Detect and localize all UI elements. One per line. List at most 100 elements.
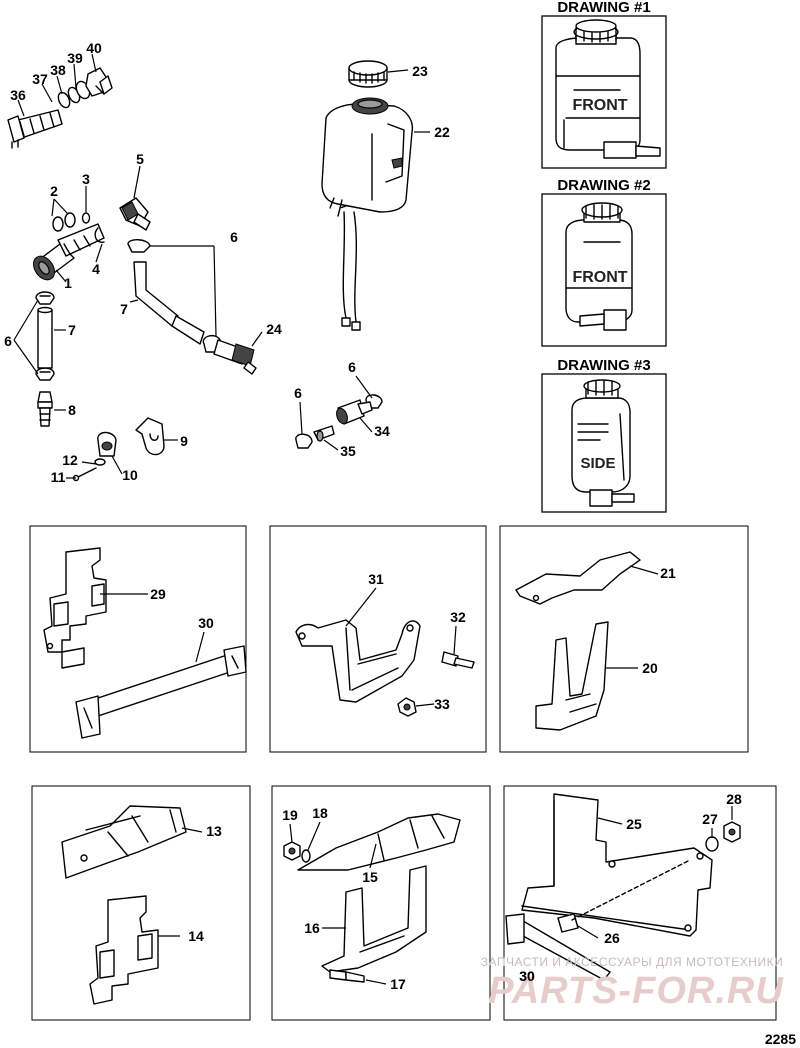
label-36: 36 bbox=[10, 87, 26, 103]
label-28: 28 bbox=[726, 791, 742, 807]
bracket-box-29-30 bbox=[29, 525, 247, 753]
part-34-fitting bbox=[336, 399, 373, 425]
label-37: 37 bbox=[32, 71, 48, 87]
label-9: 9 bbox=[180, 433, 188, 449]
label-20: 20 bbox=[642, 660, 658, 676]
label-10: 10 bbox=[122, 467, 138, 483]
label-7-middle: 7 bbox=[120, 301, 128, 317]
figure-number: 2285 bbox=[765, 1031, 796, 1047]
bracket-box-31-33 bbox=[269, 525, 487, 753]
watermark-logo: PARTS-FOR.RU bbox=[488, 970, 784, 1012]
label-25: 25 bbox=[626, 816, 642, 832]
watermark-tagline: ЗАПЧАСТИ И АКСЕССУАРЫ ДЛЯ МОТОТЕХНИКИ bbox=[481, 955, 783, 969]
part-2-o-rings bbox=[52, 212, 76, 232]
label-8: 8 bbox=[68, 402, 76, 418]
part-22-oil-reservoir bbox=[321, 97, 414, 331]
label-30-left: 30 bbox=[198, 615, 214, 631]
label-5: 5 bbox=[136, 151, 144, 167]
drawing-1-front-text: FRONT bbox=[572, 97, 627, 114]
label-6-lower-left: 6 bbox=[294, 385, 302, 401]
part-24-fuel-fitting bbox=[213, 339, 257, 375]
part-18-washer bbox=[301, 849, 311, 863]
drawing-2-front-text: FRONT bbox=[572, 269, 627, 286]
label-29: 29 bbox=[150, 586, 166, 602]
bracket-box-20-21 bbox=[499, 525, 749, 753]
label-26: 26 bbox=[604, 930, 620, 946]
label-18: 18 bbox=[312, 805, 328, 821]
bracket-box-15-19 bbox=[271, 785, 491, 1021]
label-30-right: 30 bbox=[519, 968, 535, 984]
label-16: 16 bbox=[304, 920, 320, 936]
part-32-bolt bbox=[441, 651, 475, 669]
part-25-bracket bbox=[521, 793, 713, 937]
part-31-bracket bbox=[295, 619, 421, 703]
part-13-bracket bbox=[61, 805, 187, 879]
part-23-reservoir-cap bbox=[348, 60, 388, 88]
part-28-nut bbox=[723, 821, 741, 843]
part-7-hose-left bbox=[37, 306, 53, 369]
part-11-screw bbox=[72, 467, 97, 482]
part-27-washer bbox=[705, 836, 719, 852]
label-13: 13 bbox=[206, 823, 222, 839]
part-20-bracket bbox=[535, 621, 609, 731]
label-17: 17 bbox=[390, 976, 406, 992]
part-12-washer bbox=[94, 458, 106, 466]
part-5-elbow-fitting bbox=[119, 197, 151, 231]
part-26-bolt bbox=[557, 859, 691, 933]
label-4: 4 bbox=[92, 261, 100, 277]
label-30-right-overlay: 30 bbox=[519, 968, 535, 984]
label-6-lower-right: 6 bbox=[348, 359, 356, 375]
label-19: 19 bbox=[282, 807, 298, 823]
label-23: 23 bbox=[412, 63, 428, 79]
label-14: 14 bbox=[188, 928, 204, 944]
part-35-fitting bbox=[313, 425, 335, 442]
part-15-bracket bbox=[297, 813, 461, 871]
part-10-p-clip bbox=[97, 431, 117, 457]
label-11: 11 bbox=[51, 469, 66, 485]
leader-lines bbox=[13, 53, 733, 985]
drawing-3-side-text: SIDE bbox=[580, 455, 615, 472]
bracket-box-25-30 bbox=[503, 785, 777, 1021]
bracket-box-13-14 bbox=[31, 785, 251, 1021]
label-32: 32 bbox=[450, 609, 466, 625]
label-1: 1 bbox=[64, 275, 72, 291]
drawing-3-box bbox=[541, 373, 667, 513]
label-40: 40 bbox=[86, 40, 102, 56]
label-12: 12 bbox=[62, 452, 78, 468]
label-6-left: 6 bbox=[4, 333, 12, 349]
part-17-pin bbox=[329, 969, 365, 983]
label-38: 38 bbox=[50, 62, 66, 78]
part-1-quick-connect bbox=[33, 223, 105, 281]
label-33: 33 bbox=[434, 696, 450, 712]
part-9-hose-clip bbox=[135, 417, 165, 456]
part-6-hose-clamps-left bbox=[35, 291, 55, 381]
part-30-strap-right bbox=[505, 913, 611, 981]
part-19-nut bbox=[283, 841, 301, 861]
label-3: 3 bbox=[82, 171, 90, 187]
label-39: 39 bbox=[67, 50, 83, 66]
label-27: 27 bbox=[702, 811, 718, 827]
drawing-3-title: DRAWING #3 bbox=[557, 357, 650, 374]
part-33-nut bbox=[397, 697, 417, 717]
part-7-hose-middle bbox=[133, 261, 205, 345]
part-4-retaining-clip bbox=[94, 227, 105, 243]
label-7-left: 7 bbox=[68, 322, 76, 338]
label-31: 31 bbox=[368, 571, 384, 587]
part-36-40-fitting-assembly bbox=[7, 67, 113, 149]
part-3-o-ring bbox=[81, 212, 91, 224]
drawing-2-box bbox=[541, 193, 667, 347]
label-35: 35 bbox=[340, 443, 356, 459]
drawing-1-title: DRAWING #1 bbox=[557, 0, 650, 16]
drawing-1-box bbox=[541, 15, 667, 169]
label-15: 15 bbox=[362, 869, 378, 885]
part-30-strap-left bbox=[75, 645, 247, 739]
part-14-bracket bbox=[89, 895, 159, 1005]
drawing-2-title: DRAWING #2 bbox=[557, 177, 650, 194]
label-24: 24 bbox=[266, 321, 282, 337]
label-21: 21 bbox=[660, 565, 676, 581]
label-34: 34 bbox=[374, 423, 390, 439]
part-8-barb-fitting bbox=[37, 391, 53, 427]
part-21-bracket bbox=[515, 551, 641, 605]
label-2: 2 bbox=[50, 183, 58, 199]
